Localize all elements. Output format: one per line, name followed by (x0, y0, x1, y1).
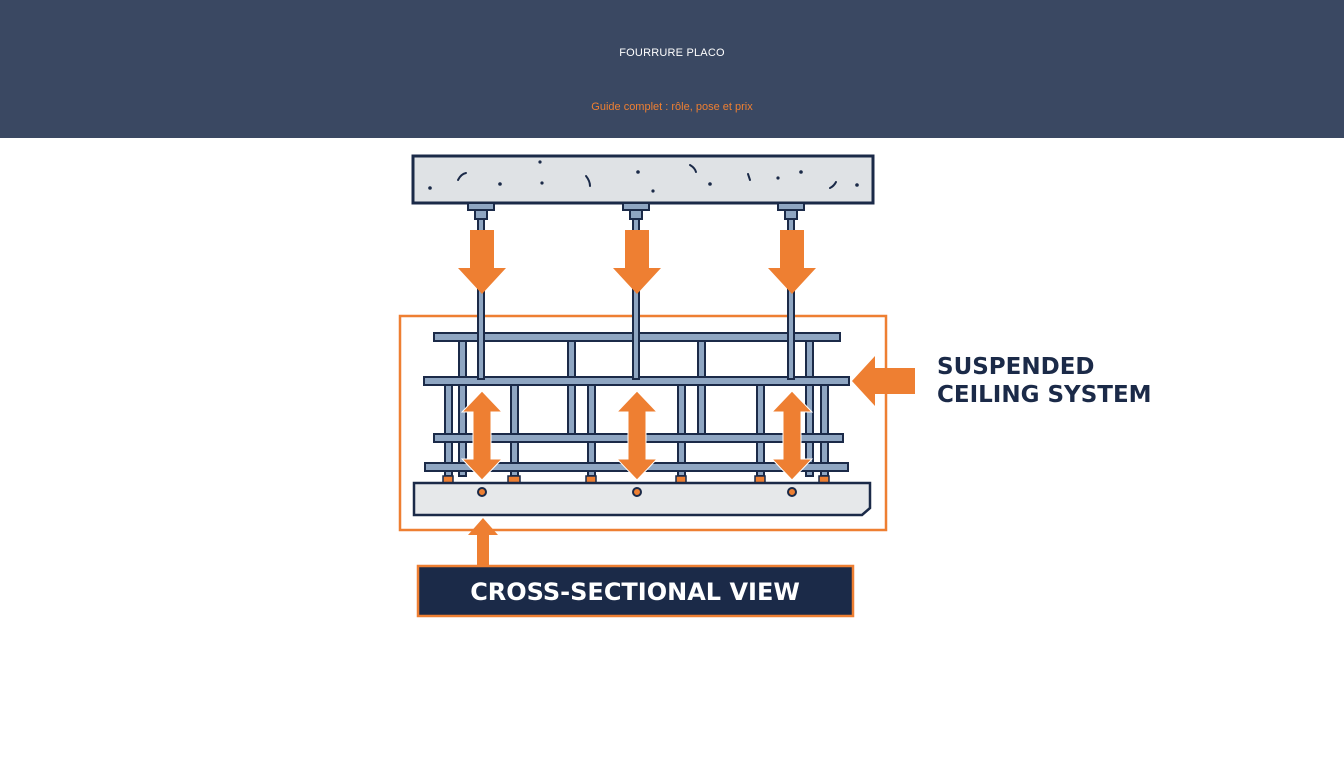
load-arrows-down (458, 230, 816, 294)
side-label-line2: CEILING SYSTEM (937, 382, 1152, 408)
header-banner: FOURRURE PLACO Guide complet : rôle, pos… (0, 0, 1344, 138)
double-arrow-icon (615, 390, 659, 481)
arrow-up-icon (468, 518, 498, 566)
page-subtitle: Guide complet : rôle, pose et prix (591, 101, 753, 113)
framework-outline (398, 314, 888, 532)
cross-section-label: CROSS-SECTIONAL VIEW (470, 578, 800, 606)
page-title: FOURRURE PLACO (619, 47, 725, 59)
arrow-down-icon (458, 230, 506, 294)
hanger-brackets (467, 202, 805, 220)
plasterboard-panel (412, 481, 872, 517)
adjustment-arrows (460, 390, 814, 481)
arrow-down-icon (768, 230, 816, 294)
double-arrow-icon (460, 390, 504, 481)
arrow-left-icon (852, 356, 915, 406)
concrete-slab (411, 154, 875, 205)
cross-section-label-box: CROSS-SECTIONAL VIEW (416, 564, 855, 618)
double-arrow-icon (770, 390, 814, 481)
side-label-line1: SUSPENDED (937, 354, 1095, 380)
arrow-down-icon (613, 230, 661, 294)
